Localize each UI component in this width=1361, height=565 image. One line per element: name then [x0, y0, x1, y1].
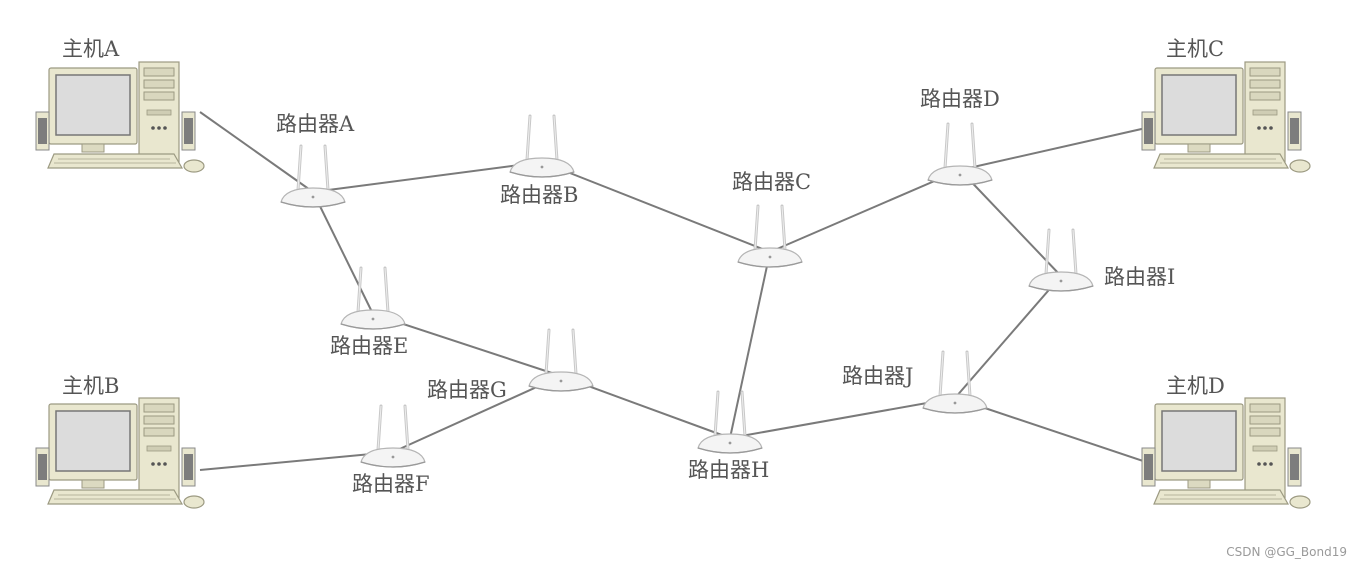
router-icon: [508, 114, 576, 179]
router-icon: [696, 390, 764, 455]
watermark: CSDN @GG_Bond19: [1226, 545, 1347, 559]
host-a-label: 主机A: [62, 37, 120, 61]
link-rG-rF: [392, 375, 562, 453]
router-i-label: 路由器I: [1104, 265, 1175, 289]
router-a: 路由器A: [276, 112, 355, 209]
router-d: 路由器D: [920, 87, 1000, 187]
link-rD-hostC: [959, 127, 1147, 171]
router-h: 路由器H: [688, 390, 769, 482]
router-g: 路由器G: [427, 328, 595, 402]
host-d-label: 主机D: [1166, 374, 1225, 398]
host-d: 主机D: [1141, 374, 1311, 509]
links-layer: [199, 111, 1147, 471]
router-e-label: 路由器E: [330, 334, 408, 358]
router-icon: [359, 404, 427, 469]
router-icon: [926, 122, 994, 187]
computer-icon: [1141, 61, 1311, 173]
link-rF-hostB: [199, 451, 394, 471]
router-j: 路由器J: [842, 350, 989, 415]
router-h-label: 路由器H: [688, 458, 769, 482]
host-c: 主机C: [1141, 37, 1311, 173]
router-i: 路由器I: [1027, 228, 1175, 293]
router-icon: [1027, 228, 1095, 293]
host-b: 主机B: [35, 374, 205, 509]
router-j-label: 路由器J: [842, 364, 913, 388]
link-rI-rJ: [954, 275, 1062, 399]
computer-icon: [1141, 397, 1311, 509]
router-a-label: 路由器A: [276, 112, 355, 136]
router-e: 路由器E: [330, 266, 408, 358]
computer-icon: [35, 61, 205, 173]
router-icon: [736, 204, 804, 269]
link-rC-rD: [769, 169, 961, 253]
link-rH-rJ: [729, 397, 956, 439]
router-f-label: 路由器F: [352, 472, 430, 496]
link-rD-rI: [959, 169, 1062, 277]
link-rC-rH: [729, 251, 771, 439]
router-icon: [921, 350, 989, 415]
host-a: 主机A: [35, 37, 205, 173]
router-b-label: 路由器B: [500, 183, 578, 207]
host-b-label: 主机B: [62, 374, 119, 398]
router-c-label: 路由器C: [732, 170, 811, 194]
router-b: 路由器B: [500, 114, 578, 207]
router-d-label: 路由器D: [920, 87, 1000, 111]
link-rB-rC: [541, 161, 771, 253]
computer-icon: [35, 397, 205, 509]
router-c: 路由器C: [732, 170, 811, 269]
router-icon: [339, 266, 407, 331]
router-g-label: 路由器G: [427, 378, 507, 402]
link-rA-rE: [312, 191, 374, 315]
link-rA-rB: [312, 161, 543, 193]
router-f: 路由器F: [352, 404, 430, 496]
router-icon: [527, 328, 595, 393]
host-c-label: 主机C: [1166, 37, 1224, 61]
link-hostA-rA: [199, 111, 314, 193]
